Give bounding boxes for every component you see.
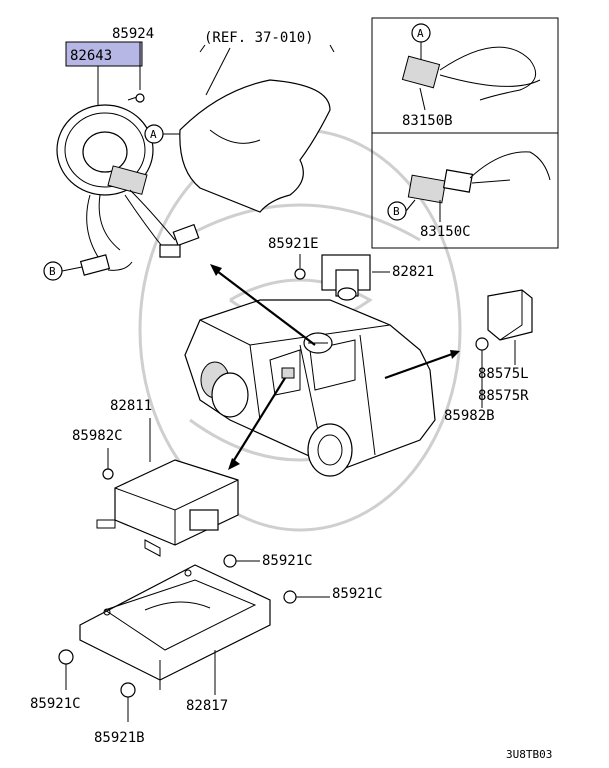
svg-text:A: A	[150, 128, 157, 141]
callout-82643-highlighted[interactable]: 82643	[65, 41, 143, 67]
svg-text:83150C: 83150C	[420, 224, 471, 240]
screw-85924[interactable]: 85924	[112, 26, 154, 103]
marker-a-main[interactable]: A	[144, 124, 180, 144]
svg-text:82821: 82821	[392, 264, 434, 280]
svg-text:85921C: 85921C	[262, 553, 313, 569]
svg-text:85982C: 85982C	[72, 428, 123, 444]
svg-text:A: A	[417, 27, 424, 40]
bracket-82817[interactable]: 82817	[79, 564, 271, 714]
vehicle-outline	[184, 299, 436, 477]
airbag-module-ref[interactable]: (REF. 37-010)	[179, 30, 335, 213]
airbag-ecu-82811[interactable]: 82811 85982C	[72, 398, 239, 557]
location-arrows	[210, 264, 460, 470]
sensor-88575[interactable]: 88575L 88575R 85982B	[444, 289, 533, 424]
svg-text:85982B: 85982B	[444, 408, 495, 424]
marker-b-main[interactable]: B	[43, 261, 83, 281]
diagram-code: 3U8TB03	[506, 748, 552, 761]
svg-text:88575L: 88575L	[478, 366, 529, 382]
inset-box-83150b: A 83150B	[371, 17, 559, 249]
svg-text:83150B: 83150B	[402, 113, 453, 129]
svg-text:B: B	[393, 205, 400, 218]
svg-text:88575R: 88575R	[478, 388, 529, 404]
svg-text:82817: 82817	[186, 698, 228, 714]
bolt-85921c-c[interactable]: 85921C	[30, 649, 81, 712]
svg-text:85921C: 85921C	[30, 696, 81, 712]
sensor-82821[interactable]: 85921E 82821	[268, 236, 434, 301]
svg-text:82811: 82811	[110, 398, 152, 414]
clock-spring-part[interactable]	[56, 66, 200, 276]
svg-text:B: B	[49, 265, 56, 278]
svg-text:(REF. 37-010): (REF. 37-010)	[204, 30, 314, 46]
bolt-85921c-b[interactable]: 85921C	[283, 586, 383, 604]
svg-text:85921B: 85921B	[94, 730, 145, 746]
bolt-85921c-a[interactable]: 85921C	[223, 553, 313, 569]
inset-box-83150c: B 83150C	[387, 151, 551, 240]
bolt-85921b[interactable]: 85921B	[94, 682, 145, 746]
svg-text:82643: 82643	[70, 48, 112, 64]
svg-text:85924: 85924	[112, 26, 154, 42]
svg-text:85921E: 85921E	[268, 236, 319, 252]
svg-text:85921C: 85921C	[332, 586, 383, 602]
